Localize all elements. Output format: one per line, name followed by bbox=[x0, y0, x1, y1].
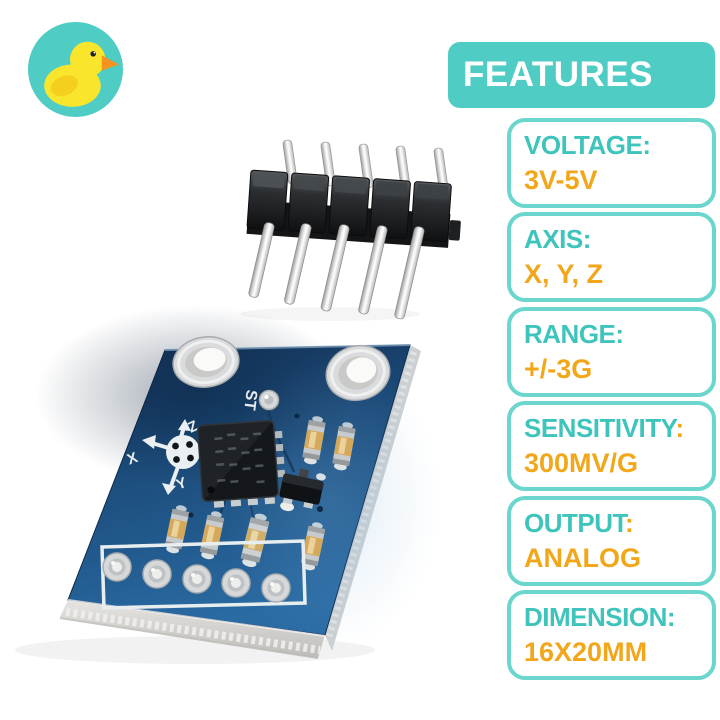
feature-card-sensitivity: SENSITIVITY: 300MV/G bbox=[507, 401, 716, 491]
feature-card-range: RANGE: +/-3G bbox=[507, 307, 716, 397]
feature-value: +/-3G bbox=[524, 354, 593, 384]
st-test-via bbox=[258, 389, 280, 411]
header-shadow bbox=[240, 307, 420, 321]
feature-value: 3V-5V bbox=[524, 165, 598, 195]
feature-card-voltage: VOLTAGE: 3V-5V bbox=[507, 118, 716, 208]
feature-card-dimension: DIMENSION: 16X20MM bbox=[507, 590, 716, 680]
pcb-board: ST X Z Y bbox=[35, 305, 440, 659]
feature-label: VOLTAGE: bbox=[524, 128, 712, 162]
chip-marking bbox=[214, 432, 265, 484]
feature-label-text: RANGE bbox=[524, 319, 616, 349]
feature-label-text: DIMENSION bbox=[524, 602, 667, 632]
feature-value: 300MV/G bbox=[524, 448, 639, 478]
feature-label-colon: : bbox=[675, 413, 685, 443]
pin-hole bbox=[261, 573, 291, 603]
axis-indicator: X Z Y bbox=[125, 417, 201, 495]
pin-row-silkscreen bbox=[100, 539, 307, 610]
feature-label-text: SENSITIVITY bbox=[524, 413, 676, 443]
mounting-hole-right bbox=[325, 344, 391, 402]
pin-hole bbox=[182, 564, 212, 594]
feature-label: SENSITIVITY: bbox=[524, 411, 712, 445]
mounting-hole-left bbox=[172, 336, 240, 388]
feature-value: 16X20MM bbox=[524, 637, 648, 667]
feature-card-output: OUTPUT: ANALOG bbox=[507, 496, 716, 586]
feature-label-colon: : bbox=[642, 130, 651, 160]
header-plastic bbox=[246, 169, 461, 248]
features-title: FEATURES bbox=[448, 42, 715, 108]
pin-hole bbox=[102, 552, 132, 582]
feature-label-colon: : bbox=[625, 508, 634, 538]
feature-label-text: VOLTAGE bbox=[524, 130, 643, 160]
st-silkscreen-label: ST bbox=[240, 389, 259, 412]
pin-header bbox=[246, 139, 461, 320]
smd-capacitor bbox=[332, 422, 356, 471]
feature-value: ANALOG bbox=[524, 543, 641, 573]
feature-value: X, Y, Z bbox=[524, 259, 604, 289]
pin-hole bbox=[221, 568, 251, 598]
brand-logo bbox=[28, 22, 123, 117]
pin-hole bbox=[142, 559, 172, 589]
feature-label-colon: : bbox=[582, 224, 592, 254]
feature-label-text: OUTPUT bbox=[524, 508, 626, 538]
feature-label-text: AXIS bbox=[524, 224, 583, 254]
smd-capacitor bbox=[240, 513, 270, 568]
feature-label: OUTPUT: bbox=[524, 506, 712, 540]
feature-label: DIMENSION: bbox=[524, 600, 712, 634]
feature-label-colon: : bbox=[615, 319, 624, 349]
feature-label: AXIS: bbox=[524, 222, 712, 256]
smd-capacitor bbox=[302, 416, 326, 465]
rubber-duck-icon bbox=[44, 41, 119, 107]
feature-label-colon: : bbox=[666, 602, 676, 632]
feature-label: RANGE: bbox=[524, 317, 712, 351]
feature-card-axis: AXIS: X, Y, Z bbox=[507, 212, 716, 302]
accelerometer-chip bbox=[197, 420, 286, 508]
smd-capacitor bbox=[164, 505, 190, 554]
sot23-component bbox=[279, 468, 326, 512]
